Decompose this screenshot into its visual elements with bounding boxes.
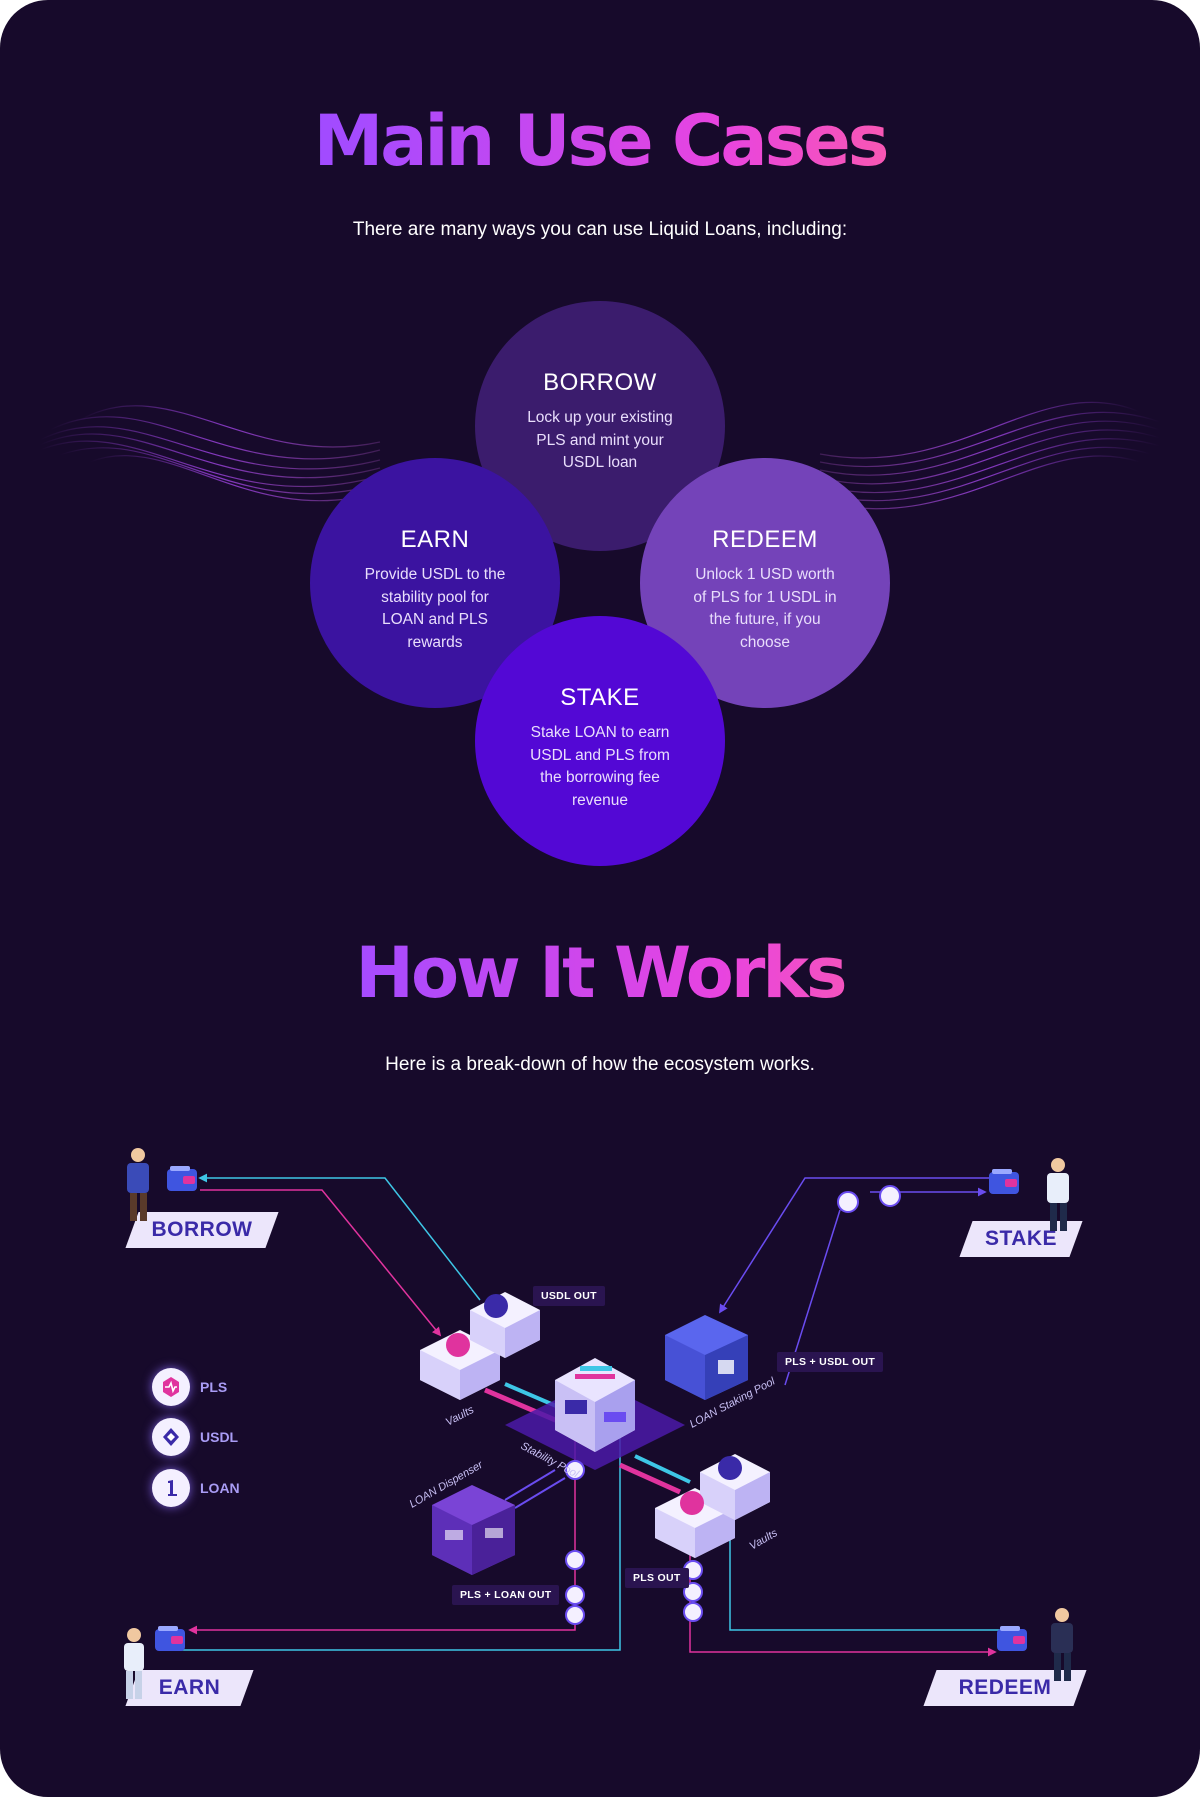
person-icon bbox=[124, 1628, 144, 1699]
how-it-works-subtitle: Here is a break-down of how the ecosyste… bbox=[385, 1054, 815, 1075]
flow-line bbox=[165, 1400, 621, 1651]
usdl-coin-icon bbox=[152, 1418, 190, 1456]
role-borrow: BORROW bbox=[125, 1212, 279, 1248]
vaults-bottom bbox=[655, 1454, 770, 1558]
decorative-waves bbox=[39, 401, 1161, 510]
use-case-title: EARN bbox=[400, 526, 470, 553]
use-case-stake: STAKE Stake LOAN to earn USDL and PLS fr… bbox=[475, 616, 725, 866]
wallet-icon bbox=[167, 1166, 197, 1191]
tag-pls-out: PLS OUT bbox=[625, 1568, 689, 1588]
flow-line bbox=[200, 1189, 442, 1337]
legend-usdl: USDL bbox=[152, 1418, 238, 1456]
tag-pls-loan-out: PLS + LOAN OUT bbox=[452, 1585, 560, 1605]
component-label: Vaults bbox=[444, 1404, 477, 1429]
flow-coins bbox=[565, 1185, 901, 1625]
person-icon bbox=[1047, 1158, 1069, 1231]
component-label: Vaults bbox=[748, 1527, 781, 1553]
tag-usdl-out: USDL OUT bbox=[533, 1286, 605, 1306]
flow-line bbox=[719, 1177, 995, 1314]
flow-line bbox=[198, 1173, 481, 1301]
stability-pool bbox=[505, 1358, 685, 1470]
tag-pls-usdl-out: PLS + USDL OUT bbox=[777, 1352, 884, 1372]
how-it-works-title: How It Works bbox=[0, 932, 1200, 1014]
flow-line bbox=[689, 1510, 997, 1657]
use-case-redeem: REDEEM Unlock 1 USD worth of PLS for 1 U… bbox=[640, 458, 890, 708]
use-case-title: REDEEM bbox=[712, 526, 818, 553]
wallet-icon bbox=[989, 1169, 1019, 1194]
role-stake: STAKE bbox=[959, 1221, 1083, 1257]
use-case-text: Stake LOAN to earn USDL and PLS from the… bbox=[530, 724, 670, 809]
legend-pls: PLS bbox=[152, 1368, 227, 1406]
ecosystem-diagram: Vaults Stability Pool LOAN Staking Pool … bbox=[165, 1173, 1000, 1657]
use-case-text: Unlock 1 USD worth of PLS for 1 USDL in … bbox=[693, 566, 837, 651]
flow-line bbox=[188, 1410, 576, 1635]
use-cases-title: Main Use Cases bbox=[0, 100, 1200, 182]
loan-dispenser bbox=[432, 1485, 515, 1575]
use-case-earn: EARN Provide USDL to the stability pool … bbox=[310, 458, 560, 708]
person-icon bbox=[127, 1148, 149, 1221]
use-case-text: Lock up your existing PLS and mint your … bbox=[527, 409, 673, 471]
person-icon bbox=[1051, 1608, 1073, 1681]
use-case-title: BORROW bbox=[543, 369, 657, 396]
wallet-icon bbox=[997, 1626, 1027, 1651]
use-case-text: Provide USDL to the stability pool for L… bbox=[364, 566, 506, 651]
pls-coin-icon bbox=[152, 1368, 190, 1406]
vaults-top bbox=[420, 1292, 540, 1400]
use-case-title: STAKE bbox=[560, 684, 640, 711]
role-earn: EARN bbox=[125, 1670, 254, 1706]
flow-line bbox=[729, 1470, 1000, 1631]
use-cases-subtitle: There are many ways you can use Liquid L… bbox=[352, 219, 848, 240]
role-redeem: REDEEM bbox=[923, 1670, 1087, 1706]
loan-staking-pool bbox=[665, 1315, 748, 1400]
loan-coin-icon bbox=[152, 1469, 190, 1507]
legend-loan: LOAN bbox=[152, 1469, 240, 1507]
wallet-icon bbox=[155, 1626, 185, 1651]
